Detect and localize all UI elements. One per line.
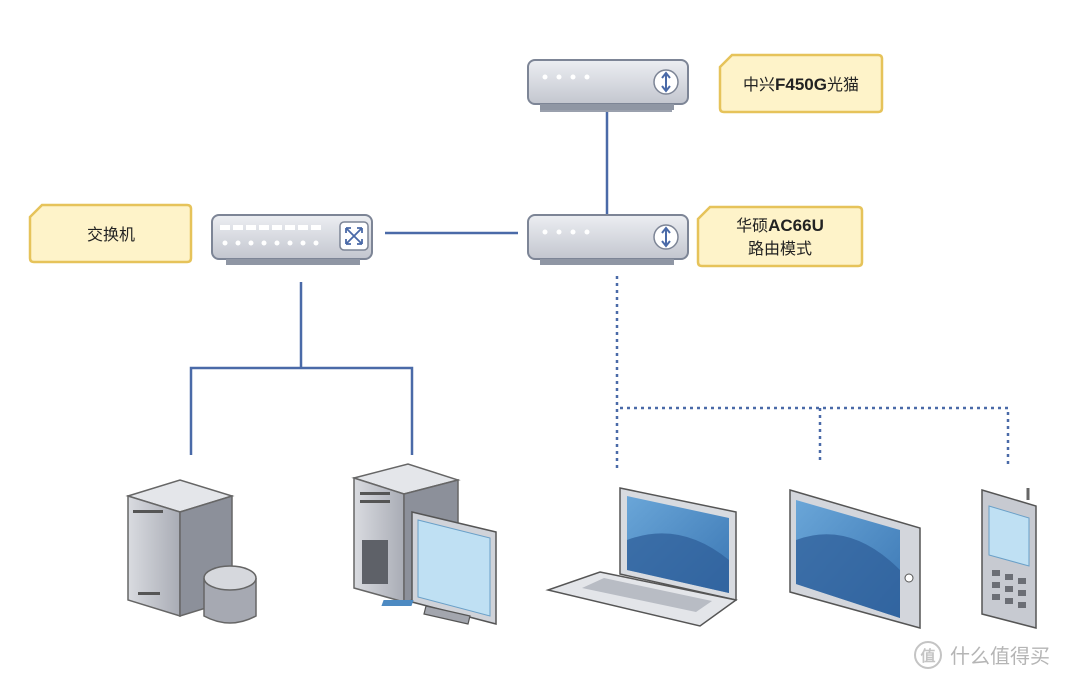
keyboard [582, 578, 712, 612]
switch-arrows-icon [339, 221, 369, 251]
modem-label-prefix: 中兴 [743, 75, 775, 94]
keypad [992, 570, 1026, 608]
switch-ports [220, 225, 321, 246]
wired-links [189, 110, 609, 455]
switch-label: 交换机 [87, 225, 135, 244]
router-label-prefix: 华硕 [736, 216, 768, 235]
modem-callout: 中兴F450G光猫 [718, 53, 884, 114]
router-callout: 华硕AC66U 路由模式 [696, 205, 864, 268]
router-device[interactable] [527, 214, 689, 265]
desktop-computer-device[interactable] [351, 463, 497, 625]
watermark: 值 什么值得买 [914, 641, 1050, 669]
router-label-model: AC66U [768, 216, 824, 235]
server-device[interactable] [125, 479, 257, 624]
switch-callout: 交换机 [28, 203, 193, 264]
svg-text:中兴F450G光猫: 中兴F450G光猫 [743, 75, 859, 94]
router-label-mode: 路由模式 [748, 239, 812, 258]
mobile-phone-device[interactable] [981, 488, 1037, 629]
modem-device[interactable] [527, 59, 689, 112]
wireless-branch-link [615, 406, 1010, 468]
switch-branch-link [189, 366, 414, 455]
database-icon [203, 565, 257, 624]
tablet-device[interactable] [789, 488, 921, 629]
modem-label-model: F450G [775, 75, 827, 94]
watermark-logo-icon: 值 [914, 641, 942, 669]
svg-text:值: 值 [920, 647, 935, 665]
switch-device[interactable] [211, 214, 373, 265]
laptop-device[interactable] [381, 487, 738, 627]
wireless-links [615, 276, 1010, 468]
watermark-text: 什么值得买 [950, 644, 1050, 668]
modem-label-suffix: 光猫 [827, 75, 859, 94]
svg-text:华硕AC66U: 华硕AC66U [736, 216, 824, 235]
monitor-icon [411, 511, 497, 625]
